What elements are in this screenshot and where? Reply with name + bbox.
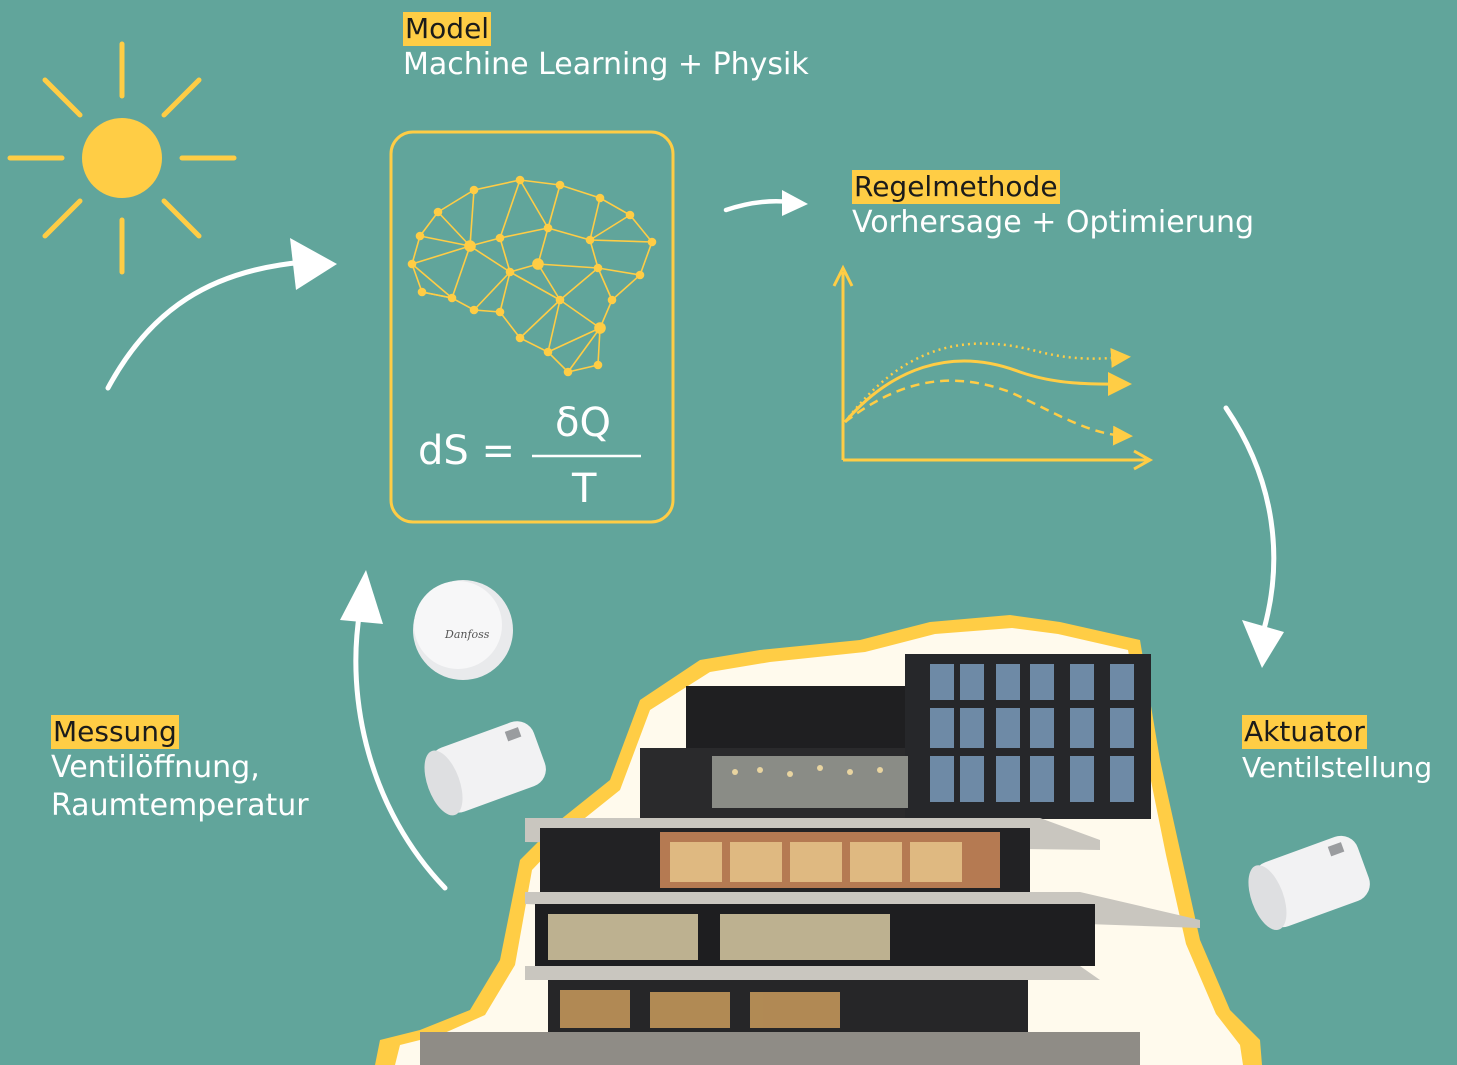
brain-network-icon	[407, 175, 657, 377]
aktuator-subtitle: Ventilstellung	[1242, 751, 1433, 784]
aktuator-title: Aktuator	[1242, 715, 1367, 749]
forecast-chart-icon	[832, 264, 1154, 471]
arrow-sun-to-model-icon	[105, 238, 337, 391]
model-box	[389, 130, 675, 524]
aktuator-label: Aktuator Ventilstellung	[1242, 715, 1432, 787]
arrow-to-aktuator-icon	[1223, 405, 1284, 668]
model-subtitle: Machine Learning + Physik	[403, 47, 809, 82]
formula-numerator: δQ	[555, 400, 611, 446]
model-title: Model	[403, 12, 492, 46]
messung-line1: Ventilöffnung,	[51, 750, 260, 785]
messung-title: Messung	[51, 715, 179, 749]
room-sensor-icon: Danfoss	[413, 580, 513, 680]
regelmethode-title: Regelmethode	[852, 170, 1060, 204]
sun-icon	[7, 41, 237, 275]
messung-line2: Raumtemperatur	[51, 788, 309, 823]
arrow-messung-to-model-icon	[340, 570, 448, 891]
formula-lhs: dS =	[418, 428, 516, 474]
messung-label: Messung Ventilöffnung, Raumtemperatur	[51, 715, 309, 825]
regelmethode-subtitle: Vorhersage + Optimierung	[852, 205, 1255, 240]
model-label: Model Machine Learning + Physik	[403, 12, 809, 84]
sensor-brand-text: Danfoss	[444, 628, 490, 641]
thermostat-actuator-icon	[1248, 835, 1370, 931]
building-photo	[420, 654, 1200, 1065]
arrow-model-to-regelmethode-icon	[723, 190, 808, 216]
formula-denominator: T	[572, 466, 597, 512]
regelmethode-label: Regelmethode Vorhersage + Optimierung	[852, 170, 1254, 242]
thermostat-icon	[424, 721, 546, 816]
